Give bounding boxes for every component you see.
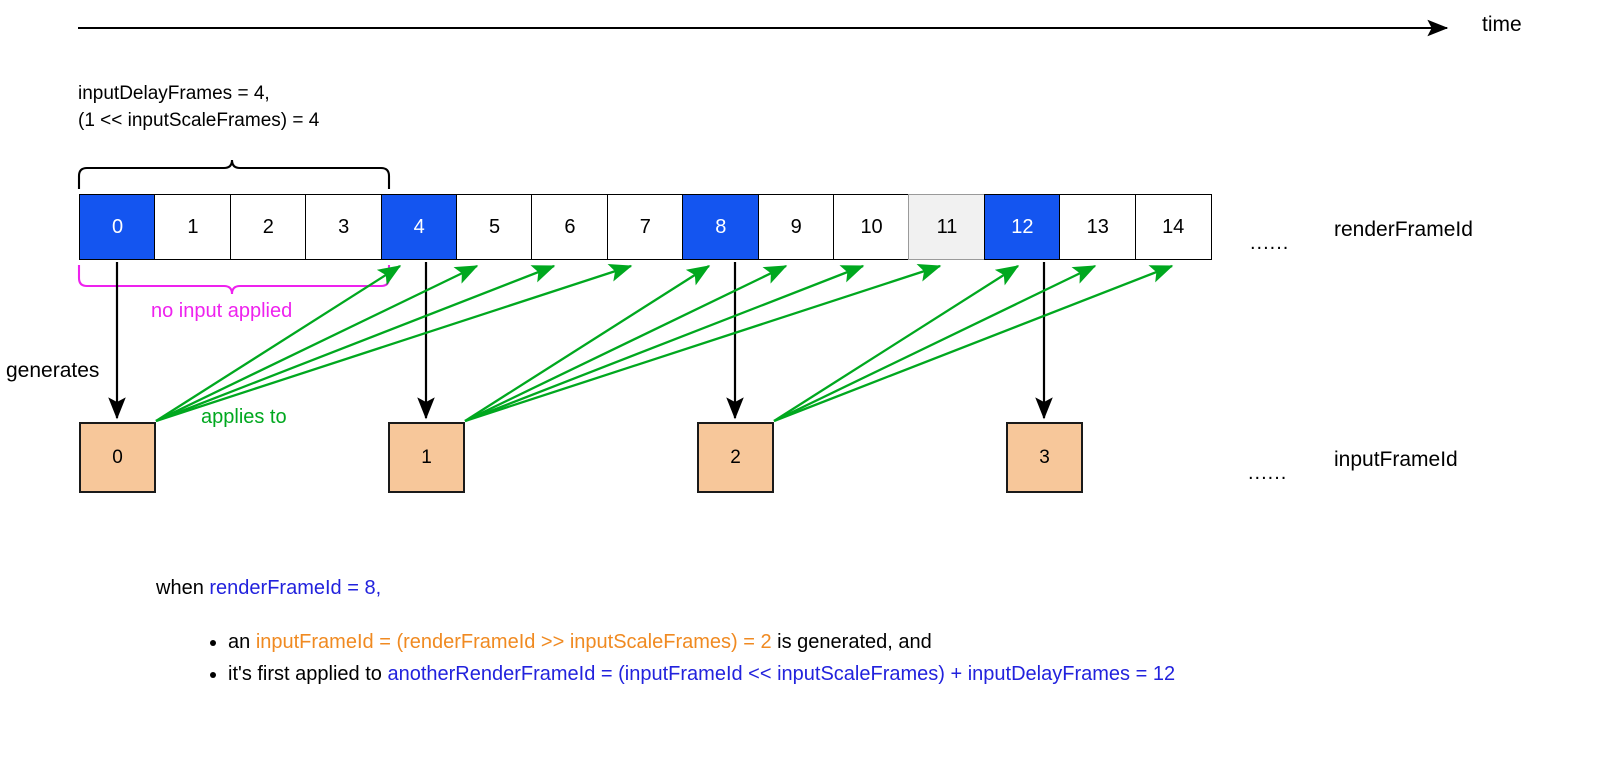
explanation-bullet-2: it's first applied to anotherRenderFrame… <box>228 658 1175 690</box>
render-frame-cell[interactable]: 8 <box>682 194 760 260</box>
bullet1-suffix: is generated, and <box>771 631 932 653</box>
no-input-applied-label: no input applied <box>151 300 293 322</box>
bullet2-expression: anotherRenderFrameId = (inputFrameId << … <box>387 663 1176 685</box>
input-row-ellipsis: ...... <box>1248 462 1288 484</box>
input-row-label: inputFrameId <box>1334 448 1458 471</box>
render-frame-cell[interactable]: 11 <box>908 194 986 260</box>
render-frame-cell[interactable]: 10 <box>833 194 911 260</box>
render-frame-cell[interactable]: 4 <box>380 194 458 260</box>
render-frame-cell[interactable]: 7 <box>606 194 684 260</box>
when-suffix: , <box>375 577 382 599</box>
input-delay-brace <box>77 159 391 189</box>
render-frame-cell[interactable]: 6 <box>531 194 609 260</box>
render-frame-cell[interactable]: 12 <box>983 194 1061 260</box>
render-frame-cell[interactable]: 0 <box>79 194 156 260</box>
render-row-ellipsis: ...... <box>1250 232 1290 254</box>
render-frame-cell[interactable]: 14 <box>1134 194 1212 260</box>
input-frame-box[interactable]: 0 <box>79 422 156 493</box>
bullet2-prefix: it's first applied to <box>228 663 388 685</box>
render-frame-cell[interactable]: 2 <box>229 194 307 260</box>
input-frame-box[interactable]: 2 <box>697 422 774 493</box>
no-input-applied-brace <box>77 265 391 295</box>
parameter-caption-line2: (1 << inputScaleFrames) = 4 <box>78 110 320 131</box>
time-axis-label: time <box>1482 13 1522 36</box>
input-frame-box[interactable]: 1 <box>388 422 465 493</box>
parameter-caption: inputDelayFrames = 4, (1 << inputScaleFr… <box>78 80 319 134</box>
parameter-caption-line1: inputDelayFrames = 4, <box>78 83 270 104</box>
when-expression: renderFrameId = 8 <box>209 577 376 599</box>
generates-arrows <box>108 262 1053 420</box>
bullet1-prefix: an <box>228 631 256 653</box>
render-frame-cell[interactable]: 3 <box>305 194 383 260</box>
render-frame-cell[interactable]: 9 <box>757 194 835 260</box>
explanation-bullet-1: an inputFrameId = (renderFrameId >> inpu… <box>228 626 1175 658</box>
explanation-when-line: when renderFrameId = 8, <box>156 577 381 600</box>
render-frame-cell[interactable]: 1 <box>154 194 232 260</box>
applies-to-arrows <box>155 263 1174 423</box>
generates-label: generates <box>6 359 100 382</box>
render-frame-cell[interactable]: 5 <box>456 194 534 260</box>
input-frame-box[interactable]: 3 <box>1006 422 1083 493</box>
applies-to-label: applies to <box>201 406 287 428</box>
explanation-bullet-list: an inputFrameId = (renderFrameId >> inpu… <box>196 626 1175 690</box>
when-prefix: when <box>156 577 210 599</box>
bullet1-expression: inputFrameId = (renderFrameId >> inputSc… <box>255 631 772 653</box>
render-row-label: renderFrameId <box>1334 218 1473 241</box>
render-frame-cell[interactable]: 13 <box>1059 194 1137 260</box>
